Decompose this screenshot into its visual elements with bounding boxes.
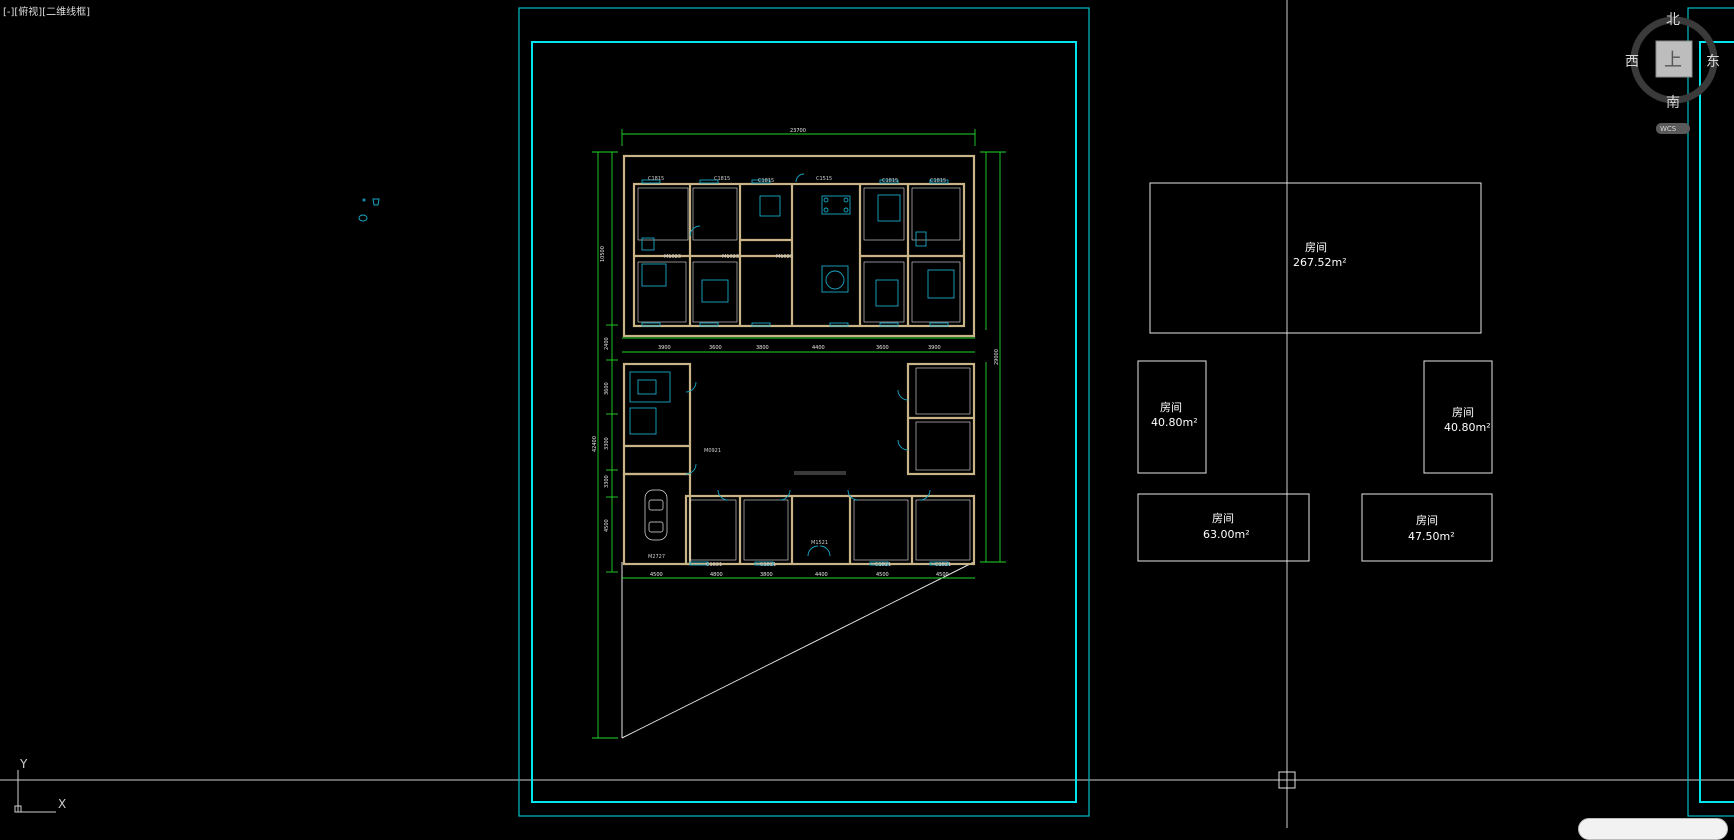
svg-text:C1515: C1515 xyxy=(816,176,832,182)
viewcube[interactable]: 上 北 南 东 西 WCS xyxy=(1625,12,1720,134)
viewcube-face-label: 上 xyxy=(1664,50,1682,71)
left-dim-4: 3300 xyxy=(604,437,610,450)
viewcube-top-face[interactable] xyxy=(1655,40,1693,78)
window-tags-top: C1815 C1815 C1815 C1515 C1815 C1815 xyxy=(648,176,946,184)
svg-text:C1815: C1815 xyxy=(882,178,898,184)
svg-text:3900: 3900 xyxy=(658,345,671,351)
floor-plan[interactable] xyxy=(622,154,976,566)
svg-text:3800: 3800 xyxy=(760,572,773,578)
svg-text:M1023: M1023 xyxy=(664,254,681,260)
room-box-3[interactable] xyxy=(1423,360,1493,474)
svg-text:3900: 3900 xyxy=(928,345,941,351)
room-name-5: 房间 xyxy=(1416,514,1438,527)
svg-text:4400: 4400 xyxy=(815,572,828,578)
wcs-menu[interactable] xyxy=(1656,123,1690,134)
svg-text:C1821: C1821 xyxy=(875,562,891,568)
adjacent-frame-inner xyxy=(1699,41,1734,803)
compass-north: 北 xyxy=(1666,12,1680,28)
left-dim-3: 3600 xyxy=(604,382,610,395)
room-box-5[interactable] xyxy=(1361,493,1493,562)
svg-text:3600: 3600 xyxy=(709,345,722,351)
wcs-label: WCS xyxy=(1660,125,1677,133)
room-name-3: 房间 xyxy=(1452,406,1474,419)
window-tags-bottom: C1821 C1821 C1821 C1821 xyxy=(706,562,951,568)
left-dim-1: 10500 xyxy=(600,246,606,262)
door-tags: M1023 M1023 M1023 M0921 M1521 M2727 xyxy=(648,254,828,560)
svg-text:4500: 4500 xyxy=(876,572,889,578)
compass-west: 西 xyxy=(1625,54,1639,70)
pickbox-cursor xyxy=(1278,771,1296,789)
outer-frame xyxy=(518,7,1090,817)
ucs-y-label: Y xyxy=(19,757,28,771)
room-area-2: 40.80m² xyxy=(1151,416,1198,429)
notification-bubble[interactable] xyxy=(1578,818,1728,840)
room-name-1: 房间 xyxy=(1305,241,1327,254)
compass-south: 南 xyxy=(1666,95,1680,111)
ucs-icon: Y X xyxy=(14,757,66,813)
room-name-2: 房间 xyxy=(1160,401,1182,414)
furniture xyxy=(629,173,955,566)
room-area-3: 40.80m² xyxy=(1444,421,1491,434)
right-dim-total: 29000 xyxy=(994,349,1000,365)
dimension-lines: 23700 10500 2400 3600 3300 3300 4500 424… xyxy=(592,128,1006,739)
svg-text:M1023: M1023 xyxy=(776,254,793,260)
room-boxes[interactable]: 房间 267.52m² 房间 40.80m² 房间 40.80m² 房间 63.… xyxy=(1137,182,1493,562)
svg-text:4500: 4500 xyxy=(936,572,949,578)
row-dim-lower: 4500 4800 3800 4400 4500 4500 xyxy=(650,572,949,578)
svg-text:M2727: M2727 xyxy=(648,554,665,560)
svg-text:C1815: C1815 xyxy=(648,176,664,182)
svg-text:4400: 4400 xyxy=(812,345,825,351)
left-dim-6: 4500 xyxy=(604,519,610,532)
svg-text:4800: 4800 xyxy=(710,572,723,578)
room-box-2[interactable] xyxy=(1137,360,1207,474)
viewport-controls-label[interactable]: [-][俯视][二维线框] xyxy=(3,7,91,18)
left-dim-2: 2400 xyxy=(604,337,610,350)
viewcube-ring[interactable] xyxy=(1630,16,1718,104)
left-dim-total: 42400 xyxy=(592,436,598,452)
svg-text:C1815: C1815 xyxy=(758,178,774,184)
car-symbol xyxy=(644,489,668,541)
svg-text:C1821: C1821 xyxy=(935,562,951,568)
row-dim-upper: 3900 3600 3800 4400 3600 3900 xyxy=(658,345,941,351)
room-box-4[interactable] xyxy=(1137,493,1310,562)
svg-text:C1821: C1821 xyxy=(706,562,722,568)
svg-text:3600: 3600 xyxy=(876,345,889,351)
svg-text:M1023: M1023 xyxy=(722,254,739,260)
svg-text:C1815: C1815 xyxy=(930,178,946,184)
svg-text:3800: 3800 xyxy=(756,345,769,351)
room-area-1: 267.52m² xyxy=(1293,256,1347,269)
adjacent-frame-outer xyxy=(1687,7,1734,817)
stray-symbols xyxy=(358,198,380,222)
left-dim-5: 3300 xyxy=(604,475,610,488)
compass-east: 东 xyxy=(1706,54,1720,70)
room-name-4: 房间 xyxy=(1212,512,1234,525)
room-box-1[interactable] xyxy=(1149,182,1482,334)
overall-width-dim: 23700 xyxy=(790,128,806,134)
svg-text:4500: 4500 xyxy=(650,572,663,578)
svg-text:M1521: M1521 xyxy=(811,540,828,546)
inner-frame xyxy=(531,41,1077,803)
svg-text:C1821: C1821 xyxy=(760,562,776,568)
svg-text:C1815: C1815 xyxy=(714,176,730,182)
site-outline xyxy=(621,561,975,739)
room-area-5: 47.50m² xyxy=(1408,530,1455,543)
ucs-x-label: X xyxy=(58,797,66,811)
room-area-4: 63.00m² xyxy=(1203,528,1250,541)
svg-text:M0921: M0921 xyxy=(704,448,721,454)
